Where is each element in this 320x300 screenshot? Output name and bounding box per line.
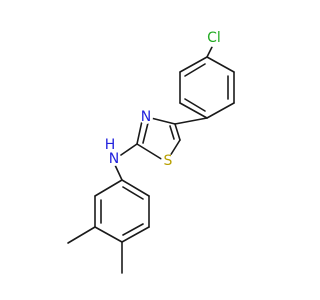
bond-chlorophenyl-6-inner bbox=[184, 63, 206, 77]
bond-thiazole-n3-c2 bbox=[136, 120, 143, 145]
bond-thiazole-s1-c5 bbox=[169, 139, 181, 157]
amine-hydrogen-atom: H bbox=[105, 137, 116, 153]
amine-nitrogen-label: N bbox=[109, 151, 119, 167]
amine-hydrogen-label: H bbox=[105, 137, 116, 153]
bond-dimethylphenyl-1-inner bbox=[122, 186, 144, 200]
bond-thiazole-n3-c2-double bbox=[142, 122, 149, 144]
bond-chlorophenyl-4 bbox=[179, 102, 208, 119]
bond-chlorophenyl-4-inner bbox=[184, 98, 206, 112]
amine-nitrogen-atom: N bbox=[107, 151, 121, 167]
thiazole-nitrogen-atom: N bbox=[139, 109, 153, 125]
bond-dimethylphenyl-3 bbox=[121, 226, 150, 243]
bond-thiazole-c2-s1 bbox=[136, 143, 164, 161]
bond-chlorophenyl-6 bbox=[179, 56, 208, 73]
bond-chlorophenyl-3 bbox=[206, 102, 235, 119]
thiazole-nitrogen-label: N bbox=[141, 109, 151, 125]
bonds bbox=[67, 42, 235, 274]
bond-methyl-3 bbox=[67, 226, 96, 244]
bond-dimethylphenyl-6 bbox=[94, 179, 123, 197]
bond-dimethylphenyl-3-inner bbox=[122, 223, 144, 236]
bond-chlorophenyl-1 bbox=[206, 56, 235, 73]
thiazole-sulfur-label: S bbox=[164, 153, 173, 169]
atom-labels: Cl N S N H bbox=[105, 29, 223, 169]
chlorine-label: Cl bbox=[207, 30, 221, 46]
bond-thiazole-c4-n3 bbox=[150, 117, 176, 125]
bond-thiazole-c5-c4-double bbox=[169, 125, 175, 140]
bond-dimethylphenyl-1 bbox=[121, 179, 150, 197]
thiazole-sulfur-atom: S bbox=[161, 153, 175, 169]
molecule-structure-diagram: Cl N S N H bbox=[67, 29, 235, 274]
bond-thiazole-c5-c4 bbox=[174, 123, 181, 141]
bond-dimethylphenyl-4 bbox=[94, 226, 123, 243]
bond-nh-aryl bbox=[114, 164, 123, 181]
bond-c2-nh bbox=[120, 143, 138, 156]
chlorine-atom: Cl bbox=[205, 29, 223, 47]
bond-aryl-thiazole bbox=[174, 117, 208, 125]
